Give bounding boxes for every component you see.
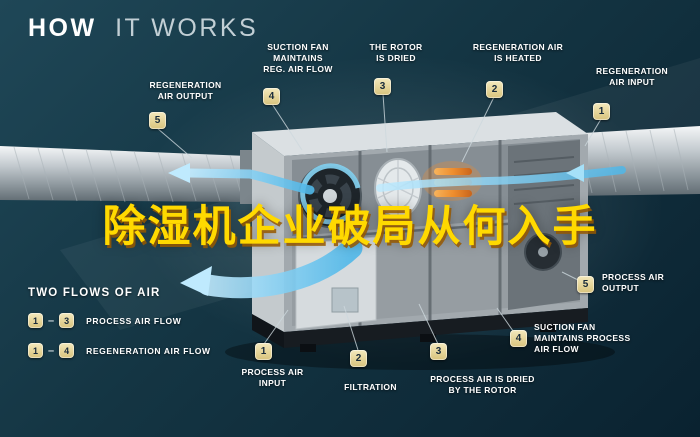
left-duct: [0, 146, 254, 204]
process-badge-3: 3: [430, 343, 447, 360]
legend-regen-dash: –: [48, 344, 55, 357]
regen-badge-2: 2: [486, 81, 503, 98]
legend-regen-label: REGENERATION AIR FLOW: [86, 345, 211, 356]
callout-regeneration-air-input: REGENERATION AIR INPUT: [595, 66, 669, 88]
process-badge-2: 2: [350, 350, 367, 367]
base-left: [252, 314, 284, 348]
regen-output-arrowhead: [168, 163, 190, 183]
legend-regen-start-badge: 1: [28, 343, 43, 358]
callout-process-air-output: PROCESS AIR OUTPUT: [602, 272, 665, 294]
process-intake-arrowhead: [180, 266, 212, 296]
suction-fan: [298, 164, 362, 228]
overlay-headline: 除湿机企业破局从何入手: [102, 203, 598, 251]
legend-regen-end-badge: 4: [59, 343, 75, 358]
process-badge-1: 1: [255, 343, 272, 360]
legend-process-start-badge: 1: [28, 313, 43, 328]
top-face: [252, 112, 588, 156]
callout-process-air-dried: PROCESS AIR IS DRIED BY THE ROTOR: [430, 374, 535, 396]
regen-badge-5: 5: [149, 112, 166, 129]
legend-row-process: 1 – 3 PROCESS AIR FLOW: [28, 313, 181, 328]
base-plinth: [284, 308, 588, 348]
regen-badge-4: 4: [263, 88, 280, 105]
regen-input-arrowhead: [566, 164, 584, 182]
regen-output-arrow: [185, 168, 315, 195]
legend-heading: TWO FLOWS OF AIR: [28, 287, 161, 299]
callout-process-air-input: PROCESS AIR INPUT: [241, 367, 304, 389]
airflow-arrows: [168, 163, 626, 299]
callout-regeneration-air-output: REGENERATION AIR OUTPUT: [149, 80, 222, 102]
legend-process-dash: –: [48, 314, 55, 327]
title-it-works: IT WORKS: [115, 14, 259, 42]
callout-rotor-is-dried: THE ROTOR IS DRIED: [369, 42, 423, 64]
legend-row-regeneration: 1 – 4 REGENERATION AIR FLOW: [28, 343, 211, 358]
process-badge-4: 4: [510, 330, 527, 347]
regen-badge-3: 3: [374, 78, 391, 95]
leader-lines: [156, 93, 602, 351]
callout-suction-fan-process: SUCTION FAN MAINTAINS PROCESS AIR FLOW: [534, 322, 631, 355]
process-intake-arrow: [197, 237, 363, 299]
callout-filtration: FILTRATION: [344, 382, 397, 392]
title-how: HOW: [28, 14, 97, 42]
process-badge-5: 5: [577, 276, 594, 293]
page-title: HOW IT WORKS: [28, 14, 258, 43]
legend-process-label: PROCESS AIR FLOW: [86, 315, 182, 326]
callout-regeneration-air-heated: REGENERATION AIR IS HEATED: [472, 42, 564, 64]
regen-badge-1: 1: [593, 103, 610, 120]
legend-process-end-badge: 3: [59, 313, 75, 328]
callout-suction-fan-reg: SUCTION FAN MAINTAINS REG. AIR FLOW: [263, 42, 333, 75]
